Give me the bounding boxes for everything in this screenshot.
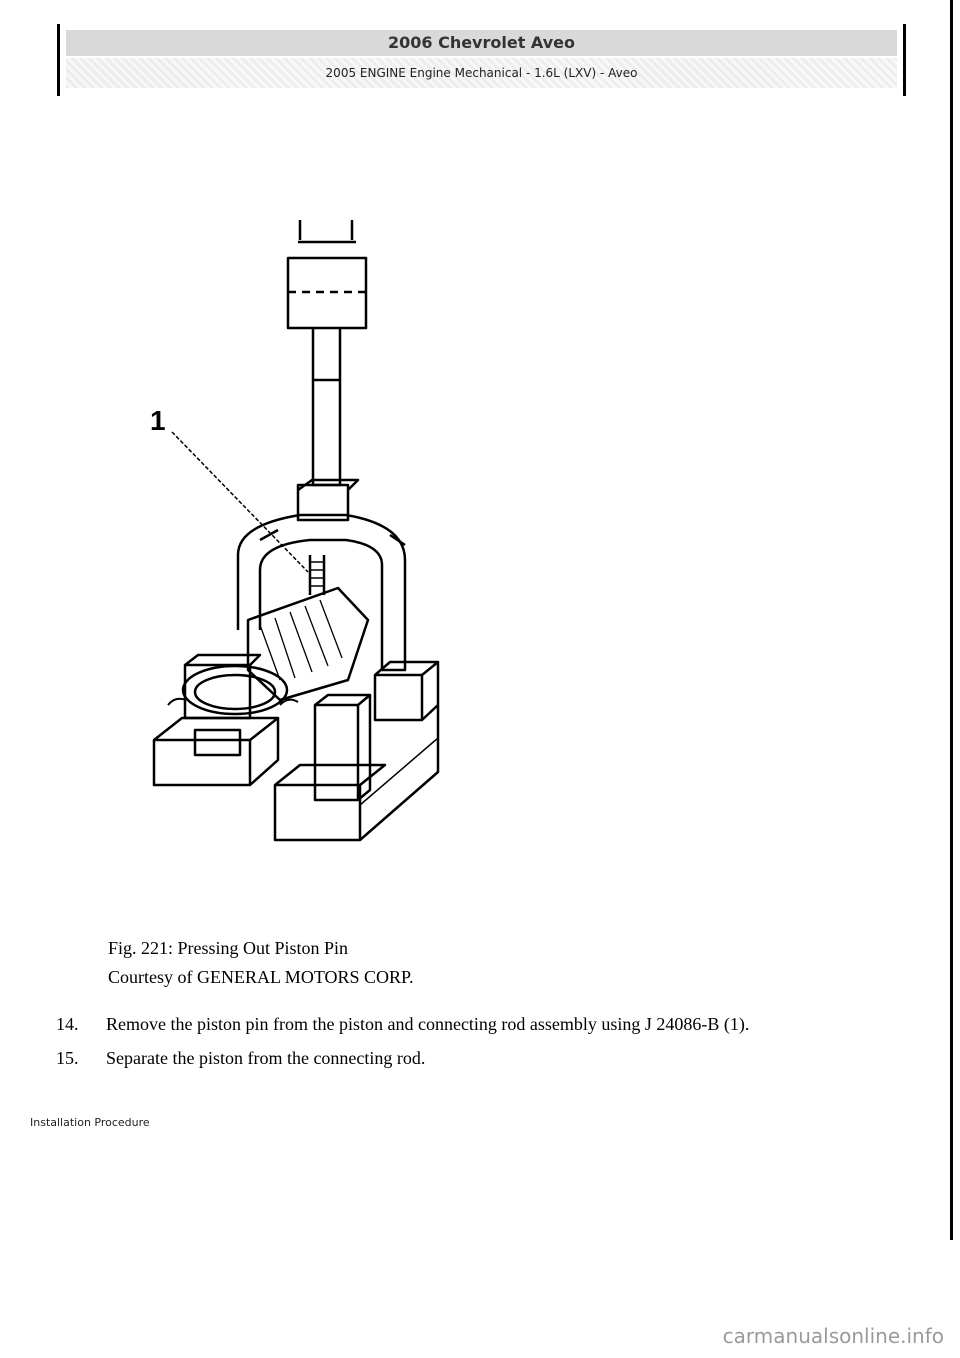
step-text: Separate the piston from the connecting … bbox=[106, 1048, 426, 1068]
callout-label: 1 bbox=[150, 405, 166, 436]
step-number: 14. bbox=[56, 1014, 79, 1034]
step-item: 15. Separate the piston from the connect… bbox=[56, 1044, 896, 1072]
figure-courtesy: Courtesy of GENERAL MOTORS CORP. bbox=[108, 967, 414, 987]
figure-caption: Fig. 221: Pressing Out Piston Pin bbox=[108, 938, 349, 958]
page-border bbox=[950, 0, 953, 1240]
piston-pin-press-illustration: 1 bbox=[150, 220, 440, 842]
page-header: 2006 Chevrolet Aveo 2005 ENGINE Engine M… bbox=[57, 24, 906, 96]
procedure-steps: 14. Remove the piston pin from the pisto… bbox=[56, 1010, 896, 1078]
watermark-link[interactable]: carmanualsonline.info bbox=[722, 1324, 944, 1348]
vehicle-title: 2006 Chevrolet Aveo bbox=[66, 30, 897, 56]
step-number: 15. bbox=[56, 1048, 79, 1068]
figure-caption-block: Fig. 221: Pressing Out Piston Pin Courte… bbox=[108, 934, 414, 992]
step-text: Remove the piston pin from the piston an… bbox=[106, 1014, 750, 1034]
section-heading: Installation Procedure bbox=[30, 1116, 150, 1129]
section-subtitle: 2005 ENGINE Engine Mechanical - 1.6L (LX… bbox=[66, 58, 897, 88]
step-item: 14. Remove the piston pin from the pisto… bbox=[56, 1010, 896, 1038]
